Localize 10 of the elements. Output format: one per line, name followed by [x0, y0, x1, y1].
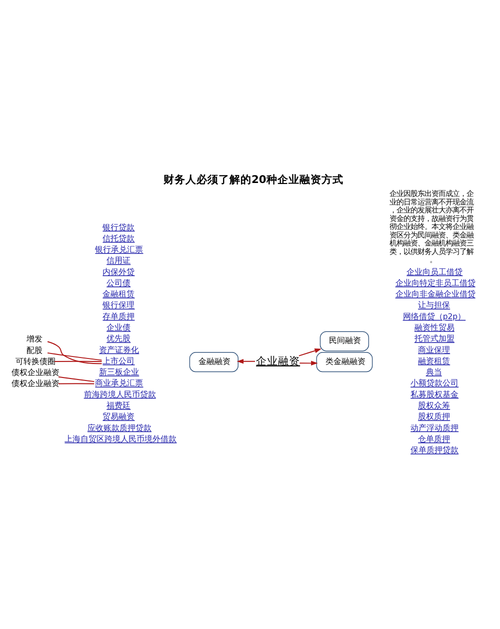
arrow — [299, 360, 318, 366]
diagram-title: 财务人必须了解的20种企业融资方式 — [164, 172, 344, 186]
node-text: 企业融资 — [256, 354, 300, 368]
connector — [54, 360, 102, 362]
connector — [58, 376, 95, 382]
arrow — [298, 348, 322, 356]
arrow — [236, 358, 256, 364]
connector — [47, 341, 102, 364]
connector — [47, 352, 102, 361]
connector — [58, 383, 95, 384]
